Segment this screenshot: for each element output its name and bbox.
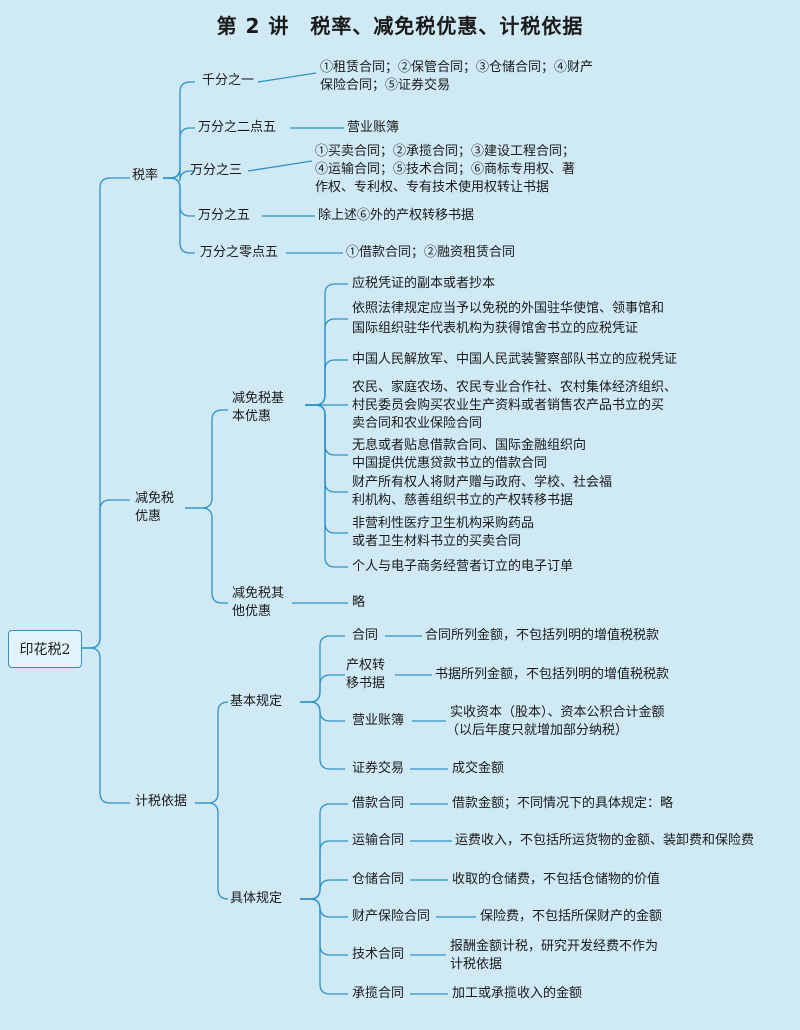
specific-item-branch xyxy=(300,840,348,900)
basis-item-name: 营业账簿 xyxy=(352,713,405,728)
specific-item-name: 承揽合同 xyxy=(352,986,405,1001)
other-exemption-node: 他优惠 xyxy=(232,604,272,619)
specific-item-detail: 借款金额；不同情况下的具体规定：略 xyxy=(452,796,674,811)
exemption-item-branch xyxy=(305,404,348,493)
exemption-item: 或者卫生材料书立的买卖合同 xyxy=(352,534,522,549)
basic-exemption-node: 减免税基 xyxy=(232,391,285,406)
root-node: 印花税2 xyxy=(8,630,82,668)
exemption-item: 无息或者贴息借款合同、国际金融组织向 xyxy=(352,438,587,453)
root-branch xyxy=(80,177,130,649)
specific-item-detail: 计税依据 xyxy=(450,957,503,972)
exemption-item-branch xyxy=(305,283,348,406)
basis-item-branch xyxy=(300,674,345,703)
basis-branch xyxy=(195,701,229,804)
exemption-branch xyxy=(185,409,228,509)
specific-item-name: 借款合同 xyxy=(352,796,405,811)
exemption-item: 财产所有权人将财产赠与政府、学校、社会福 xyxy=(352,475,613,490)
exemption-item: 利机构、慈善组织书立的产权转移书据 xyxy=(352,493,574,508)
specific-item-detail: 保险费，不包括所保财产的金额 xyxy=(480,909,663,924)
basis-item-detail: 实收资本（股本）、资本公积合计金额 xyxy=(450,705,665,720)
specific-item-branch xyxy=(300,898,348,956)
rate-link xyxy=(247,160,313,172)
rate-detail: ①借款合同；②融资租赁合同 xyxy=(346,245,516,260)
specific-rule-node: 具体规定 xyxy=(230,891,283,906)
exemption-item: 依照法律规定应当予以免税的外国驻华使馆、领事馆和 xyxy=(352,301,665,316)
root-label: 印花税2 xyxy=(19,642,71,658)
exemption-item: 卖合同和农业保险合同 xyxy=(352,416,483,431)
root-branch xyxy=(80,647,130,804)
specific-item-name: 仓储合同 xyxy=(352,872,405,887)
exemption-node: 减免税 xyxy=(135,491,175,506)
rate-detail: 除上述⑥外的产权转移书据 xyxy=(318,208,475,223)
exemption-item-branch xyxy=(305,318,348,406)
basis-item-name: 移书据 xyxy=(346,676,386,691)
exemption-item-branch xyxy=(305,404,348,456)
rate-branch xyxy=(163,167,195,182)
exemption-item-branch xyxy=(305,404,348,568)
tax-rate-node: 税率 xyxy=(132,168,159,183)
specific-item-name: 技术合同 xyxy=(352,947,405,962)
exemption-item: 农民、家庭农场、农民专业合作社、农村集体经济组织、 xyxy=(352,380,678,395)
basis-item-name: 合同 xyxy=(352,628,379,643)
specific-item-branch xyxy=(300,898,348,995)
specific-item-detail: 报酬金额计税，研究开发经费不作为 xyxy=(450,939,659,954)
basis-item-detail: 合同所列金额，不包括列明的增值税税款 xyxy=(425,628,660,643)
rate-detail: ①买卖合同；②承揽合同；③建设工程合同； xyxy=(315,144,576,159)
rate-label: 万分之二点五 xyxy=(198,120,277,135)
exemption-item: 中国提供优惠贷款书立的借款合同 xyxy=(352,456,548,471)
root-branch xyxy=(80,499,130,649)
basis-branch xyxy=(195,802,229,900)
rate-detail: ④运输合同；⑤技术合同；⑥商标专用权、著 xyxy=(315,162,576,177)
basic-exemption-node: 本优惠 xyxy=(232,409,272,424)
exemption-item: 国际组织驻华代表机构为获得馆舍书立的应税凭证 xyxy=(352,321,639,336)
basis-item-name: 证券交易 xyxy=(352,761,405,776)
rate-label: 万分之三 xyxy=(190,163,243,178)
basis-item-detail: 书据所列金额，不包括列明的增值税税款 xyxy=(435,667,670,682)
specific-item-detail: 加工或承揽收入的金额 xyxy=(452,986,583,1001)
rate-detail: ①租赁合同；②保管合同；③仓储合同；④财产 xyxy=(320,60,594,75)
exemption-item: 中国人民解放军、中国人民武装警察部队书立的应税凭证 xyxy=(352,352,678,367)
specific-item-branch xyxy=(300,898,348,918)
basis-item-detail: 成交金额 xyxy=(452,761,505,776)
basis-item-branch xyxy=(300,701,345,722)
rate-label: 千分之一 xyxy=(202,73,255,88)
exemption-item: 村民委员会购买农业生产资料或者销售农产品书立的买 xyxy=(352,398,665,413)
rate-link xyxy=(257,72,317,83)
exemption-item-branch xyxy=(305,404,348,534)
rate-label: 万分之五 xyxy=(198,208,251,223)
exemption-item: 非营利性医疗卫生机构采购药品 xyxy=(352,516,535,531)
specific-item-branch xyxy=(300,803,348,900)
specific-item-detail: 运费收入，不包括所运货物的金额、装卸费和保险费 xyxy=(455,833,755,848)
page-title: 第 2 讲 税率、减免税优惠、计税依据 xyxy=(216,14,584,38)
exemption-node: 优惠 xyxy=(135,509,162,524)
basis-node: 计税依据 xyxy=(135,794,188,809)
rate-branch xyxy=(163,177,195,254)
specific-item-branch xyxy=(300,879,348,900)
rate-detail: 营业账簿 xyxy=(347,120,400,135)
rate-detail: 保险合同；⑤证券交易 xyxy=(320,78,451,93)
exemption-item: 个人与电子商务经营者订立的电子订单 xyxy=(352,559,574,574)
exemption-item-branch xyxy=(305,359,348,406)
exemption-item: 应税凭证的副本或者抄本 xyxy=(352,276,496,291)
basic-rule-node: 基本规定 xyxy=(230,694,283,709)
specific-item-name: 运输合同 xyxy=(352,833,405,848)
exemption-branch xyxy=(185,507,228,604)
rate-detail: 作权、专利权、专有技术使用权转让书据 xyxy=(315,180,550,195)
basis-item-branch xyxy=(300,635,345,703)
basis-item-branch xyxy=(300,701,345,770)
basis-item-name: 产权转 xyxy=(346,658,386,673)
specific-item-detail: 收取的仓储费，不包括仓储物的价值 xyxy=(452,872,661,887)
basis-item-detail: （以后年度只就增加部分纳税） xyxy=(446,723,629,738)
other-exemption-item: 略 xyxy=(352,595,366,610)
specific-item-name: 财产保险合同 xyxy=(352,909,431,924)
other-exemption-node: 减免税其 xyxy=(232,586,285,601)
rate-label: 万分之零点五 xyxy=(200,245,279,260)
